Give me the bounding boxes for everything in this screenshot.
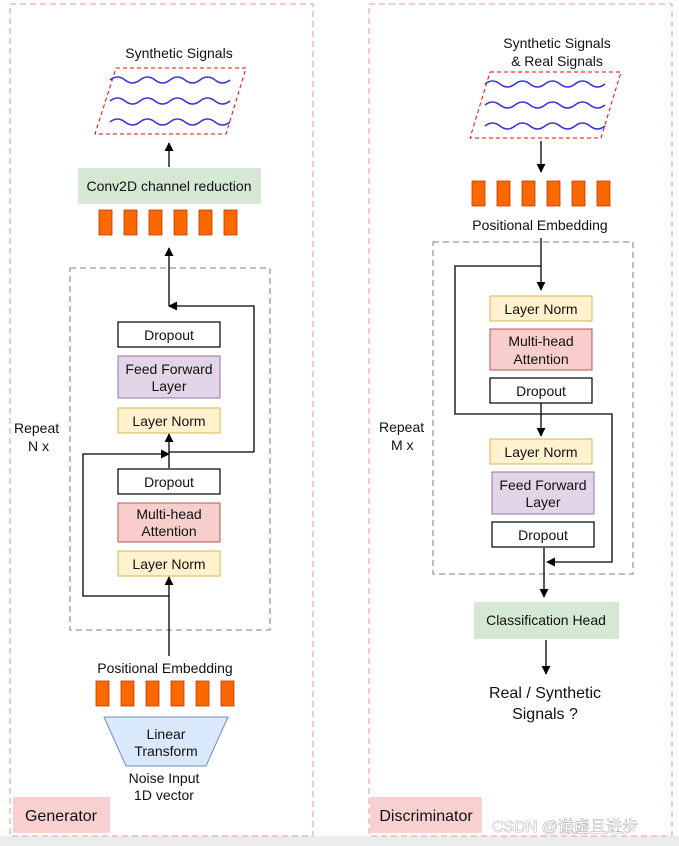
- discriminator-attention-box: [489, 328, 593, 371]
- generator-layer-norm-bottom-label: Layer Norm: [132, 556, 205, 572]
- conv2d-reduction-box: [78, 168, 261, 204]
- generator-repeat-label: Repeat: [14, 420, 59, 436]
- generator-feed-forward-line1: Feed Forward: [125, 361, 212, 377]
- token: [173, 209, 188, 236]
- classification-head-box: [474, 602, 619, 639]
- discriminator-panel-label-box: [370, 797, 482, 833]
- discriminator-input-signals-shape: [469, 71, 622, 139]
- generator-panel-label-box: [13, 797, 110, 833]
- token: [521, 180, 536, 207]
- generator-output-label: Synthetic Signals: [125, 45, 232, 61]
- generator-dropout-top: [117, 321, 221, 348]
- discriminator-tokens: [471, 180, 611, 207]
- token: [123, 209, 138, 236]
- discriminator-repeat-box: [432, 241, 634, 575]
- noise-input-line1: Noise Input: [129, 770, 200, 786]
- discriminator-panel: Synthetic Signals & Real Signals Positio…: [368, 3, 673, 837]
- generator-repeat-box: [69, 267, 271, 631]
- discriminator-output-line2: Signals ?: [512, 706, 578, 723]
- discriminator-layer-norm-top: [489, 295, 593, 322]
- token: [596, 180, 611, 207]
- token: [496, 180, 511, 207]
- discriminator-positional-embedding-label: Positional Embedding: [472, 217, 607, 233]
- discriminator-input-line2: & Real Signals: [511, 53, 603, 69]
- token: [471, 180, 486, 207]
- discriminator-output-line1: Real / Synthetic: [489, 685, 601, 702]
- token: [220, 680, 235, 707]
- discriminator-skip-connection-bottom: [541, 413, 613, 567]
- discriminator-repeat-label: Repeat: [379, 419, 424, 435]
- token: [223, 209, 238, 236]
- token: [195, 680, 210, 707]
- discriminator-attention-line1: Multi-head: [508, 333, 573, 349]
- token: [95, 680, 110, 707]
- generator-positional-embedding-label: Positional Embedding: [97, 660, 232, 676]
- classification-head-label: Classification Head: [486, 612, 606, 628]
- generator-skip-connection-bottom: [82, 449, 170, 597]
- discriminator-dropout-top-label: Dropout: [516, 383, 566, 399]
- generator-dropout-bottom: [117, 468, 221, 495]
- generator-attention-line1: Multi-head: [136, 506, 201, 522]
- token: [145, 680, 160, 707]
- token: [571, 180, 586, 207]
- generator-feed-forward-box: [117, 355, 221, 399]
- generator-skip-connection-top: [168, 301, 255, 452]
- linear-transform-line1: Linear: [147, 726, 186, 742]
- token: [120, 680, 135, 707]
- token: [170, 680, 185, 707]
- discriminator-panel-label: Discriminator: [379, 808, 473, 825]
- discriminator-dropout-bottom-label: Dropout: [518, 527, 568, 543]
- noise-input-line2: 1D vector: [134, 787, 194, 803]
- discriminator-layer-norm-bottom-label: Layer Norm: [504, 444, 577, 460]
- bottom-strip: [0, 836, 679, 846]
- discriminator-panel-border: [368, 3, 673, 837]
- generator-layer-norm-top: [117, 407, 221, 434]
- linear-transform-line2: Transform: [134, 743, 197, 759]
- linear-transform-shape: [103, 716, 229, 767]
- token: [148, 209, 163, 236]
- generator-layer-norm-top-label: Layer Norm: [132, 413, 205, 429]
- token: [546, 180, 561, 207]
- conv2d-reduction-label: Conv2D channel reduction: [87, 178, 252, 194]
- generator-top-tokens: [98, 209, 238, 236]
- discriminator-repeat-count: M x: [391, 437, 414, 453]
- discriminator-feed-forward-line1: Feed Forward: [499, 477, 586, 493]
- generator-repeat-count: N x: [28, 438, 49, 454]
- generator-attention-box: [117, 502, 221, 543]
- generator-dropout-bottom-label: Dropout: [144, 474, 194, 490]
- generator-bottom-tokens: [95, 680, 235, 707]
- token: [198, 209, 213, 236]
- generator-attention-line2: Attention: [141, 523, 196, 539]
- discriminator-attention-line2: Attention: [513, 351, 568, 367]
- generator-synthetic-signals-shape: [94, 67, 247, 135]
- generator-layer-norm-bottom: [117, 550, 221, 577]
- token: [98, 209, 113, 236]
- discriminator-feed-forward-line2: Layer: [525, 494, 560, 510]
- discriminator-input-line1: Synthetic Signals: [503, 35, 610, 51]
- generator-panel-label: Generator: [25, 808, 98, 825]
- discriminator-feed-forward-box: [491, 471, 595, 515]
- generator-dropout-top-label: Dropout: [144, 327, 194, 343]
- discriminator-dropout-bottom: [491, 521, 595, 548]
- generator-feed-forward-line2: Layer: [151, 378, 186, 394]
- discriminator-dropout-top: [489, 377, 593, 404]
- generator-panel-border: [9, 3, 314, 837]
- discriminator-layer-norm-bottom: [489, 438, 593, 465]
- watermark: CSDN @谦虚且进步: [492, 818, 638, 836]
- discriminator-layer-norm-top-label: Layer Norm: [504, 301, 577, 317]
- generator-panel: Synthetic Signals Conv2D channel reducti…: [9, 3, 314, 837]
- discriminator-skip-connection-top: [454, 265, 541, 415]
